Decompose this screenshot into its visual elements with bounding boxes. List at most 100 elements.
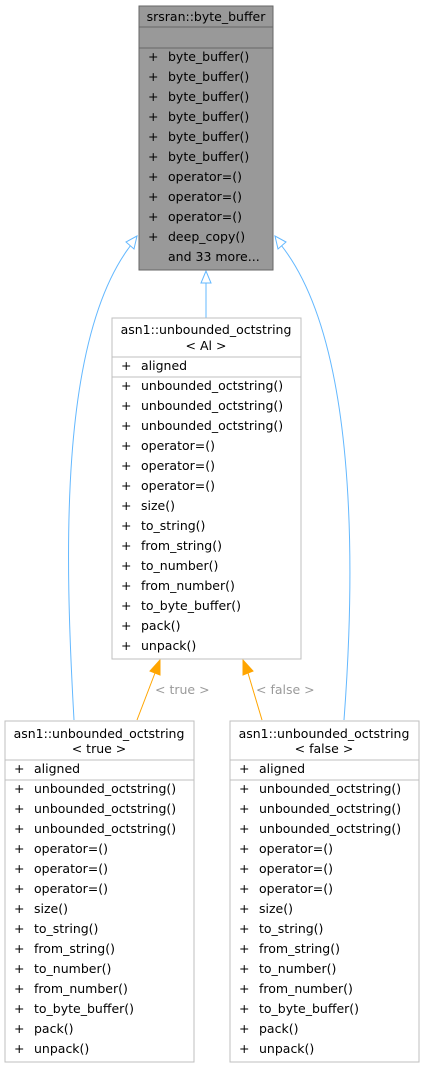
member-visibility: + xyxy=(148,209,158,224)
member-name: operator=() xyxy=(141,458,215,473)
member-name: operator=() xyxy=(259,841,333,856)
member-name: operator=() xyxy=(34,841,108,856)
member-name: unbounded_octstring() xyxy=(141,418,283,433)
inheritance-arrowhead-template xyxy=(200,269,212,284)
member-name: operator=() xyxy=(259,861,333,876)
member-name: unpack() xyxy=(34,1041,89,1056)
class-title-param: < false > xyxy=(295,741,354,756)
member-name: to_number() xyxy=(141,558,218,573)
member-name: unbounded_octstring() xyxy=(259,801,401,816)
box-frame xyxy=(111,317,302,660)
more-members-note: and 33 more... xyxy=(168,249,260,264)
class-box-unbounded-octstring-false[interactable]: asn1::unbounded_octstring < false > + al… xyxy=(229,720,420,1063)
member-name: unbounded_octstring() xyxy=(34,781,176,796)
class-box-byte-buffer[interactable]: srsran::byte_buffer + byte_buffer() + by… xyxy=(138,5,274,271)
member-name: byte_buffer() xyxy=(168,69,249,84)
member-visibility: + xyxy=(239,881,249,896)
instance-arrowhead-true xyxy=(149,658,161,676)
member-visibility: + xyxy=(239,821,249,836)
member-name: size() xyxy=(141,498,175,513)
member-name: aligned xyxy=(259,761,305,776)
class-box-unbounded-octstring-true[interactable]: asn1::unbounded_octstring < true > + ali… xyxy=(4,720,195,1063)
member-name: to_byte_buffer() xyxy=(141,598,241,613)
member-visibility: + xyxy=(121,618,131,633)
member-visibility: + xyxy=(148,109,158,124)
member-name: from_string() xyxy=(259,941,340,956)
edge-true-to-byte-buffer xyxy=(68,244,132,721)
member-name: from_number() xyxy=(34,981,128,996)
member-visibility: + xyxy=(239,1041,249,1056)
member-name: unbounded_octstring() xyxy=(259,821,401,836)
member-visibility: + xyxy=(14,901,24,916)
member-name: byte_buffer() xyxy=(168,49,249,64)
member-name: from_number() xyxy=(141,578,235,593)
class-title-param: < Al > xyxy=(186,338,227,353)
member-name: to_byte_buffer() xyxy=(34,1001,134,1016)
member-visibility: + xyxy=(14,1001,24,1016)
member-visibility: + xyxy=(239,761,249,776)
member-name: to_string() xyxy=(141,518,205,533)
member-name: unbounded_octstring() xyxy=(141,398,283,413)
member-name: aligned xyxy=(141,358,187,373)
member-visibility: + xyxy=(14,961,24,976)
member-visibility: + xyxy=(121,378,131,393)
member-visibility: + xyxy=(14,821,24,836)
member-name: pack() xyxy=(259,1021,298,1036)
member-name: aligned xyxy=(34,761,80,776)
member-visibility: + xyxy=(14,781,24,796)
member-visibility: + xyxy=(148,129,158,144)
member-name: operator=() xyxy=(259,881,333,896)
member-visibility: + xyxy=(239,941,249,956)
instance-arrowhead-false xyxy=(242,658,254,676)
member-visibility: + xyxy=(121,578,131,593)
member-visibility: + xyxy=(14,921,24,936)
edge-true-to-template xyxy=(136,672,156,721)
member-name: from_number() xyxy=(259,981,353,996)
member-visibility: + xyxy=(148,69,158,84)
class-title: asn1::unbounded_octstring xyxy=(239,726,410,741)
member-name: byte_buffer() xyxy=(168,149,249,164)
member-visibility: + xyxy=(239,1001,249,1016)
member-visibility: + xyxy=(148,229,158,244)
member-visibility: + xyxy=(239,981,249,996)
class-title: asn1::unbounded_octstring xyxy=(14,726,185,741)
member-name: unbounded_octstring() xyxy=(141,378,283,393)
member-name: unbounded_octstring() xyxy=(34,821,176,836)
class-title-param: < true > xyxy=(72,741,127,756)
member-visibility: + xyxy=(14,761,24,776)
member-name: byte_buffer() xyxy=(168,129,249,144)
edge-label-false: < false > xyxy=(256,682,315,697)
member-name: unpack() xyxy=(259,1041,314,1056)
member-visibility: + xyxy=(121,478,131,493)
member-name: operator=() xyxy=(168,209,242,224)
edge-false-to-byte-buffer xyxy=(280,244,351,721)
member-visibility: + xyxy=(121,518,131,533)
member-visibility: + xyxy=(239,781,249,796)
member-visibility: + xyxy=(14,1041,24,1056)
class-box-unbounded-octstring-template[interactable]: asn1::unbounded_octstring < Al > + align… xyxy=(111,317,302,660)
member-name: to_number() xyxy=(259,961,336,976)
member-visibility: + xyxy=(14,841,24,856)
member-name: unbounded_octstring() xyxy=(259,781,401,796)
member-visibility: + xyxy=(239,961,249,976)
member-visibility: + xyxy=(239,841,249,856)
member-visibility: + xyxy=(148,149,158,164)
member-visibility: + xyxy=(121,558,131,573)
member-name: size() xyxy=(259,901,293,916)
member-name: operator=() xyxy=(141,438,215,453)
member-visibility: + xyxy=(239,901,249,916)
edge-label-true: < true > xyxy=(155,682,210,697)
edges: < true > < false > xyxy=(68,235,351,721)
member-name: operator=() xyxy=(34,861,108,876)
member-name: to_string() xyxy=(34,921,98,936)
member-visibility: + xyxy=(239,921,249,936)
member-visibility: + xyxy=(121,418,131,433)
member-name: operator=() xyxy=(168,169,242,184)
member-name: size() xyxy=(34,901,68,916)
box-frame xyxy=(138,5,274,271)
member-visibility: + xyxy=(121,458,131,473)
member-visibility: + xyxy=(239,1021,249,1036)
member-name: unbounded_octstring() xyxy=(34,801,176,816)
member-name: operator=() xyxy=(34,881,108,896)
member-name: deep_copy() xyxy=(168,229,245,244)
